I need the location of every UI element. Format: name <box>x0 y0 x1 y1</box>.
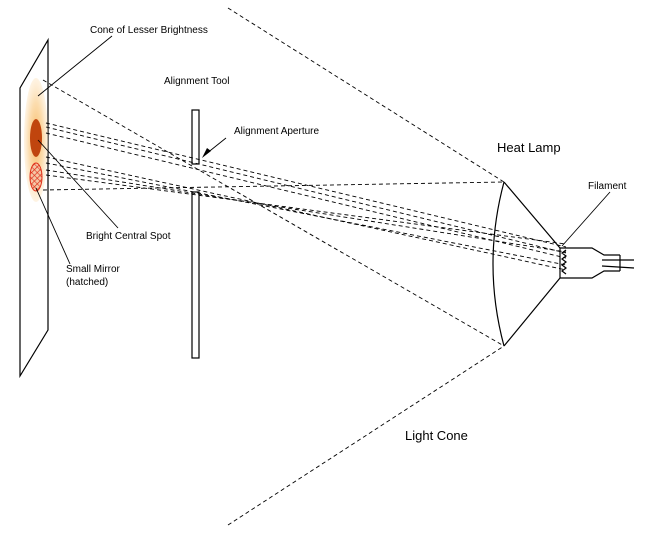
projection-screen <box>19 37 49 379</box>
lamp-wire-2 <box>601 265 635 269</box>
beam-ray <box>45 162 567 266</box>
label-heat-lamp: Heat Lamp <box>497 140 561 155</box>
light-cone-lower-edge <box>227 345 505 526</box>
leader-bright-central-spot <box>37 139 119 229</box>
alignment-tool-upper <box>191 109 200 165</box>
small-mirror-crosshatch <box>30 163 42 191</box>
beam-ray <box>45 174 567 245</box>
bright-central-spot <box>30 119 42 157</box>
label-small-mirror-hatched: (hatched) <box>66 277 108 288</box>
beam-ray <box>45 169 567 253</box>
heat-lamp-reflector-face <box>492 181 505 347</box>
leader-small-mirror <box>35 187 71 265</box>
label-bright-central-spot: Bright Central Spot <box>86 231 171 242</box>
beam-rays <box>45 122 567 271</box>
arrowhead-alignment-aperture <box>202 148 211 158</box>
light-cone-upper-edge <box>227 7 505 183</box>
label-alignment-tool: Alignment Tool <box>164 76 229 87</box>
leader-cone-of-lesser-brightness <box>37 35 113 97</box>
beam-ray <box>45 122 567 248</box>
label-cone-of-lesser-brightness: Cone of Lesser Brightness <box>90 25 208 36</box>
label-small-mirror: Small Mirror <box>66 264 121 275</box>
beam-ray <box>45 156 567 271</box>
leader-filament <box>561 191 611 247</box>
label-filament: Filament <box>588 181 627 192</box>
beam-ray <box>45 126 567 254</box>
filament-coil <box>561 249 567 275</box>
heat-lamp-reflector-top <box>503 181 561 249</box>
heat-lamp-neck-top <box>560 247 620 256</box>
label-light-cone: Light Cone <box>405 428 468 443</box>
lesser-cone-edge-1 <box>42 79 505 347</box>
heat-lamp-neck-bottom <box>560 270 620 279</box>
beam-ray <box>45 132 567 259</box>
label-alignment-aperture: Alignment Aperture <box>234 126 319 137</box>
lesser-cone-edge-2 <box>42 181 505 191</box>
alignment-tool-lower <box>191 191 200 359</box>
heat-lamp-reflector-bottom <box>503 277 561 347</box>
